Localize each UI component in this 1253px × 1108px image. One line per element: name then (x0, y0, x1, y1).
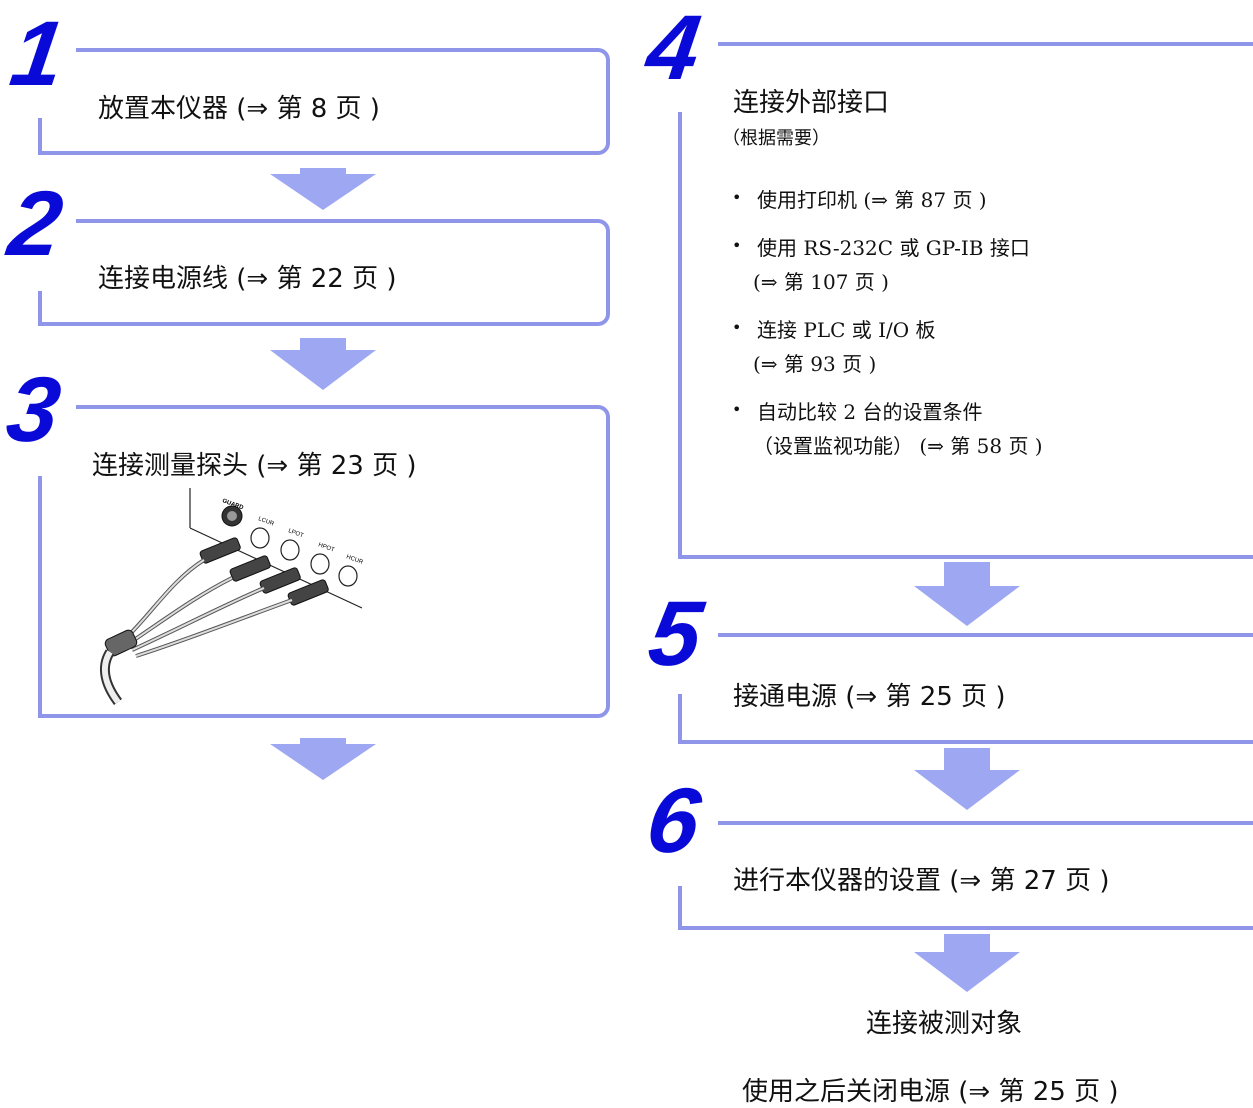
step1-text: 放置本仪器 (⇒ 第 8 页 ) (98, 94, 380, 124)
step1-box (76, 48, 610, 155)
step4-number: 4 (640, 0, 707, 99)
down-arrow-4 (914, 562, 1020, 626)
step6-left-line (678, 886, 682, 930)
bullet-3: • (732, 318, 742, 337)
step3-text: 连接测量探头 (⇒ 第 23 页 ) (92, 451, 417, 481)
bullet-4: • (732, 400, 742, 419)
step6-number: 6 (640, 770, 707, 872)
hpot-label: HPOT (317, 542, 335, 553)
connect-dut-text: 连接被测对象 (866, 1009, 1023, 1039)
down-arrow-6 (914, 934, 1020, 992)
hpot-terminal (310, 553, 330, 575)
power-off-text: 使用之后关闭电源 (⇒ 第 25 页 ) (742, 1077, 1119, 1107)
step4-item-2: 使用 RS-232C 或 GP-IB 接口 (757, 236, 1030, 260)
down-arrow-1 (270, 168, 376, 210)
step4-item-2-ref: (⇒ 第 107 页 ) (753, 270, 889, 294)
step4-left-line (678, 112, 682, 559)
down-arrow-3 (270, 738, 376, 780)
hcur-label: HCUR (345, 554, 364, 566)
step4-bottom-line (678, 555, 1253, 559)
lcur-terminal (250, 527, 270, 549)
lcur-label: LCUR (257, 516, 275, 527)
lpot-terminal (280, 539, 300, 561)
step4-item-3-ref: (⇒ 第 93 页 ) (753, 352, 877, 376)
step4-item-4-ref: （设置监视功能） (⇒ 第 58 页 ) (753, 434, 1043, 458)
step2-left-line (38, 291, 42, 326)
step6-top-line (718, 821, 1253, 825)
probe-illustration: GUARD LCUR LPOT HPOT HCUR (99, 488, 364, 705)
down-arrow-2 (270, 338, 376, 390)
step3-number: 3 (0, 359, 67, 461)
step4-item-1: 使用打印机 (⇒ 第 87 页 ) (757, 188, 987, 212)
step3-left-line (38, 476, 42, 718)
bullet-2: • (732, 236, 742, 255)
step5-top-line (718, 633, 1253, 637)
step2-box (76, 219, 610, 326)
step5-left-line (678, 694, 682, 744)
step4-item-3: 连接 PLC 或 I/O 板 (757, 318, 936, 342)
step4-subtitle: （根据需要） (722, 128, 830, 149)
step1-left-line (38, 118, 42, 155)
step3-box (76, 405, 610, 718)
step2-bottom-line (38, 322, 88, 326)
down-arrow-5 (914, 748, 1020, 810)
step5-text: 接通电源 (⇒ 第 25 页 ) (733, 682, 1006, 712)
step6-text: 进行本仪器的设置 (⇒ 第 27 页 ) (733, 866, 1110, 896)
bullet-1: • (732, 188, 742, 207)
step4-title: 连接外部接口 (733, 88, 890, 118)
step3-bottom-line (38, 714, 88, 718)
step4-item-4: 自动比较 2 台的设置条件 (757, 400, 983, 424)
step5-bottom-line (678, 740, 1253, 744)
lpot-label: LPOT (287, 528, 304, 539)
step4-top-line (718, 42, 1253, 46)
step2-text: 连接电源线 (⇒ 第 22 页 ) (98, 264, 397, 294)
step6-bottom-line (678, 926, 1253, 930)
step5-number: 5 (642, 583, 709, 685)
hcur-terminal (338, 565, 358, 587)
step2-number: 2 (2, 173, 69, 275)
step1-number: 1 (4, 3, 71, 105)
step1-bottom-line (38, 151, 88, 155)
